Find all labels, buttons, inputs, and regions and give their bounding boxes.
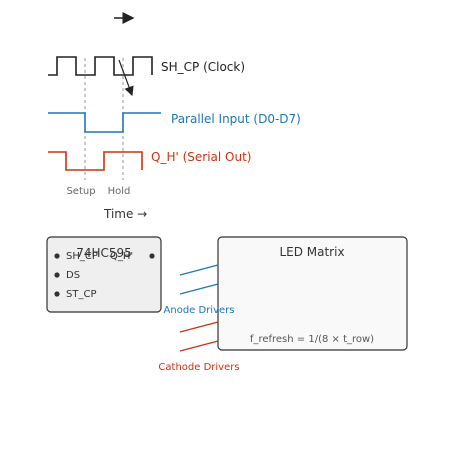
- cathode-drivers-label: Cathode Drivers: [158, 362, 239, 373]
- pin-label-sh-cp: SH_CP: [66, 251, 98, 262]
- pin-label-ds: DS: [66, 270, 80, 281]
- pin-dot-ds: [54, 272, 60, 278]
- serial-out-waveform: [48, 151, 143, 171]
- anode-driver-line-1: [179, 264, 219, 276]
- refresh-formula: f_refresh = 1/(8 × t_row): [250, 334, 374, 345]
- pin-dot-sh-cp: [54, 253, 60, 259]
- hold-label: Hold: [108, 186, 131, 197]
- anode-drivers-label: Anode Drivers: [164, 305, 235, 316]
- pin-dot-qh: [149, 253, 155, 259]
- anode-driver-line-2: [179, 283, 219, 295]
- shift-register-chip: [46, 236, 162, 313]
- chip-name: 74HC595: [76, 246, 132, 260]
- cathode-driver-line-2: [179, 340, 219, 352]
- parallel-input-waveform: [48, 112, 161, 133]
- led-matrix-title: LED Matrix: [279, 245, 344, 259]
- cathode-driver-line-1: [179, 321, 219, 333]
- setup-label: Setup: [66, 186, 95, 197]
- parallel-input-label: Parallel Input (D0-D7): [171, 112, 301, 126]
- serial-out-label: Q_H' (Serial Out): [151, 150, 251, 164]
- clock-edge-arrow: [118, 59, 134, 97]
- clock-label: SH_CP (Clock): [161, 60, 245, 74]
- time-axis-label: Time →: [103, 207, 147, 221]
- pin-label-qh: Q_H': [110, 251, 133, 262]
- clock-waveform: [48, 56, 153, 76]
- led-matrix-box: [217, 236, 408, 351]
- pin-dot-st-cp: [54, 291, 60, 297]
- pin-label-st-cp: ST_CP: [66, 289, 96, 300]
